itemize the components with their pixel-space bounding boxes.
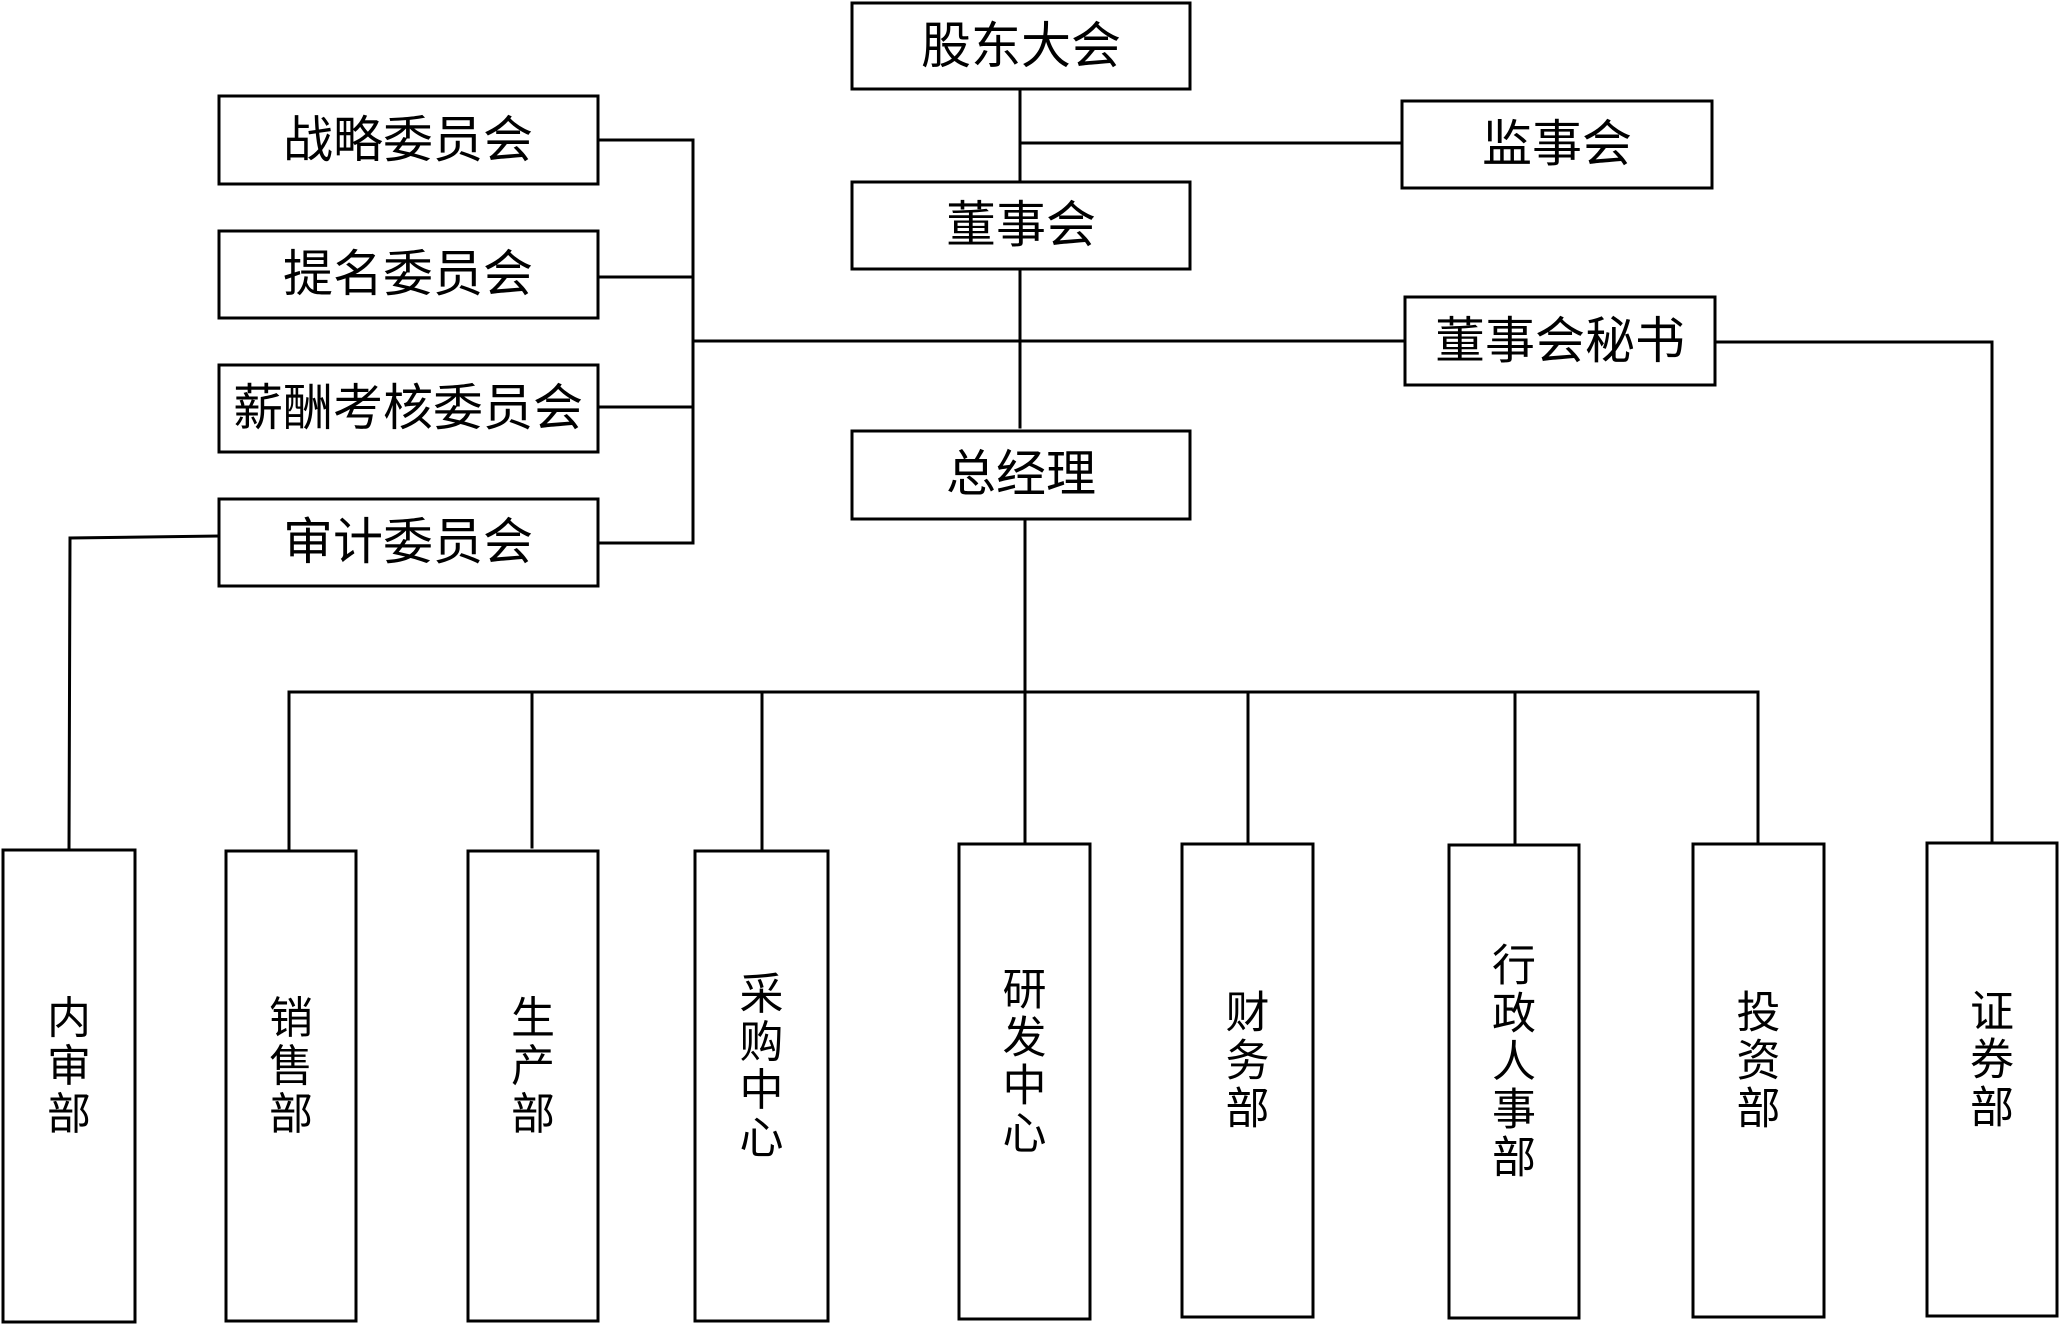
node-label: 审计委员会 bbox=[283, 513, 533, 571]
node-label: 董事会 bbox=[946, 196, 1096, 254]
node-audit-committee: 审计委员会 bbox=[217, 497, 600, 588]
node-nomination-committee: 提名委员会 bbox=[217, 229, 600, 320]
department-label: 证券部 bbox=[1970, 986, 2014, 1133]
department-label: 采购中心 bbox=[740, 969, 784, 1164]
department-internal-audit: 内审部 bbox=[1, 848, 137, 1324]
node-board-secretary: 董事会秘书 bbox=[1403, 295, 1717, 387]
node-label: 董事会秘书 bbox=[1435, 312, 1685, 370]
connectors bbox=[67, 87, 1994, 853]
node-board-of-directors: 董事会 bbox=[850, 180, 1192, 271]
department-production: 生产部 bbox=[466, 849, 600, 1323]
node-strategy-committee: 战略委员会 bbox=[217, 94, 600, 186]
department-label: 财务部 bbox=[1226, 987, 1270, 1134]
connector-audit-internal-audit bbox=[67, 534, 221, 852]
node-general-manager: 总经理 bbox=[850, 429, 1192, 521]
node-label: 总经理 bbox=[946, 445, 1096, 503]
node-label: 薪酬考核委员会 bbox=[233, 379, 583, 437]
department-sales: 销售部 bbox=[224, 849, 358, 1323]
department-securities: 证券部 bbox=[1925, 841, 2059, 1318]
department-finance: 财务部 bbox=[1180, 842, 1315, 1319]
department-label: 投资部 bbox=[1737, 987, 1781, 1134]
node-label: 监事会 bbox=[1482, 115, 1632, 173]
department-label: 生产部 bbox=[511, 993, 555, 1140]
node-shareholders-meeting: 股东大会 bbox=[850, 1, 1192, 91]
department-procurement: 采购中心 bbox=[693, 849, 830, 1323]
department-label: 研发中心 bbox=[1003, 964, 1047, 1159]
node-label: 提名委员会 bbox=[283, 245, 533, 303]
department-label: 销售部 bbox=[269, 993, 313, 1140]
node-supervisory-board: 监事会 bbox=[1400, 99, 1714, 190]
department-rnd: 研发中心 bbox=[957, 842, 1092, 1321]
node-label: 股东大会 bbox=[921, 17, 1121, 75]
connector-secretary-securities bbox=[1713, 340, 1994, 845]
node-compensation-committee: 薪酬考核委员会 bbox=[217, 363, 600, 454]
department-admin-hr: 行政人事部 bbox=[1447, 843, 1581, 1320]
node-label: 战略委员会 bbox=[283, 111, 533, 169]
departments: 内审部 销售部 生产部 采购中心 研发中心 财务部 行政人事部 投资部 证券部 bbox=[1, 841, 2059, 1324]
department-investment: 投资部 bbox=[1691, 842, 1826, 1319]
department-label: 行政人事部 bbox=[1492, 940, 1536, 1183]
department-label: 内审部 bbox=[47, 993, 91, 1140]
